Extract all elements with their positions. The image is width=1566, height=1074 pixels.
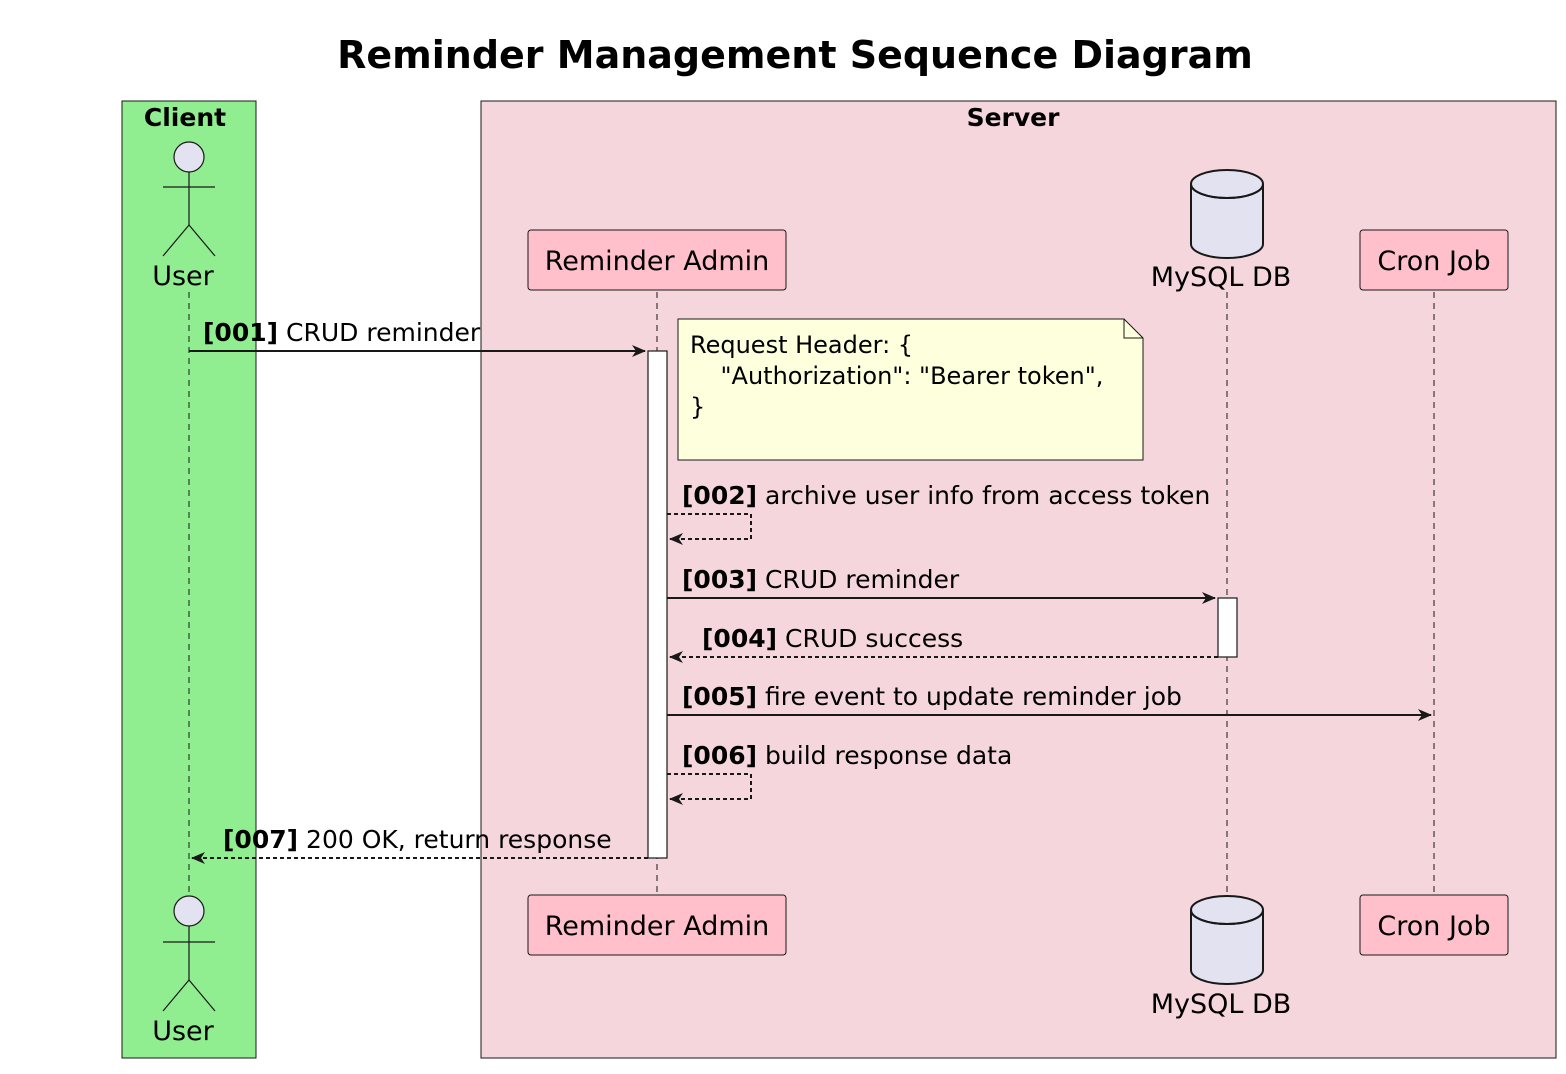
message-007: [007]200 OK, return response: [191, 825, 648, 864]
actor-head-icon: [173, 895, 205, 927]
message-label: [005]fire event to update reminder job: [682, 682, 1182, 711]
database-icon: [1190, 184, 1264, 259]
page-title: Reminder Management Sequence Diagram: [337, 33, 1253, 77]
message-label: [004]CRUD success: [702, 624, 963, 653]
note-line-2: "Authorization": "Bearer token",: [690, 362, 1103, 390]
message-005: [005]fire event to update reminder job: [667, 682, 1432, 721]
request-header-note: Request Header: { "Authorization": "Bear…: [677, 318, 1144, 461]
database-icon: [1190, 910, 1264, 985]
client-box-label: Client: [144, 103, 226, 132]
actor-head-icon: [173, 141, 205, 173]
user-label-bottom: User: [152, 1016, 214, 1047]
message-label: [007]200 OK, return response: [223, 825, 612, 854]
db-activation-bar: [1217, 597, 1238, 658]
admin-label-top: Reminder Admin: [545, 246, 770, 277]
admin-participant-top: Reminder Admin: [527, 229, 787, 291]
db-participant-top: MySQL DB: [1151, 169, 1292, 293]
message-006: [006]build response data: [667, 741, 1012, 805]
db-label-top: MySQL DB: [1151, 262, 1292, 293]
server-box-label: Server: [967, 103, 1061, 132]
user-actor-top: User: [152, 141, 216, 292]
message-003: [003]CRUD reminder: [667, 565, 1216, 604]
message-002: [002]archive user info from access token: [667, 481, 1210, 545]
cron-participant-bottom: Cron Job: [1359, 894, 1509, 956]
message-label: [001]CRUD reminder: [203, 318, 481, 347]
admin-activation-bar: [647, 350, 668, 859]
message-label: [003]CRUD reminder: [682, 565, 960, 594]
admin-label-bottom: Reminder Admin: [545, 911, 770, 942]
cron-participant-top: Cron Job: [1359, 229, 1509, 291]
note-line-3: }: [690, 393, 705, 421]
user-label-top: User: [152, 261, 214, 292]
db-participant-bottom: MySQL DB: [1151, 895, 1292, 1020]
message-label: [006]build response data: [682, 741, 1012, 770]
note-line-1: Request Header: {: [690, 331, 913, 359]
message-001: [001]CRUD reminder: [189, 318, 646, 357]
message-label: [002]archive user info from access token: [682, 481, 1210, 510]
user-actor-bottom: User: [152, 895, 216, 1047]
message-004: [004]CRUD success: [669, 624, 1218, 663]
cron-label-top: Cron Job: [1377, 246, 1490, 277]
db-label-bottom: MySQL DB: [1151, 989, 1292, 1020]
admin-participant-bottom: Reminder Admin: [527, 894, 787, 956]
cron-label-bottom: Cron Job: [1377, 911, 1490, 942]
